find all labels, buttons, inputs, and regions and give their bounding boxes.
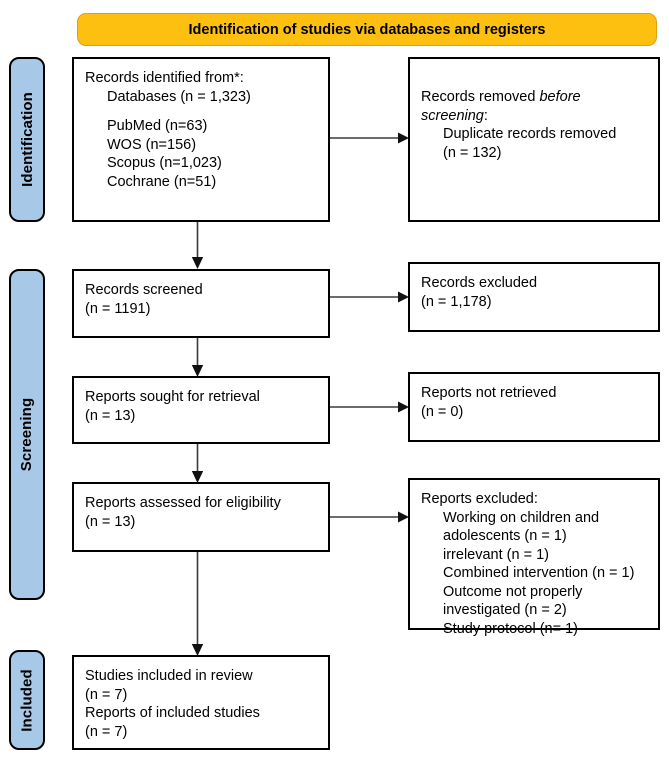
reports-included-label: Reports of included studies — [85, 705, 260, 722]
reports-sought-count: (n = 13) — [85, 407, 136, 424]
reports-not-retrieved-label: Reports not retrieved — [421, 385, 557, 401]
reports-excluded-reason-combined: Combined intervention (n = 1) — [443, 565, 635, 582]
reports-not-retrieved-count: (n = 0) — [421, 403, 464, 420]
identification-banner: Identification of studies via databases … — [77, 13, 657, 46]
connector-identified-to-screened — [191, 222, 204, 270]
reports-excluded-reason-outcome-1: Outcome not properly — [443, 583, 583, 600]
reports-included-count: (n = 7) — [85, 723, 128, 740]
records-screened-label: Records screened — [85, 282, 203, 298]
stage-included-label: Included — [18, 668, 36, 732]
reports-assessed-label: Reports assessed for eligibility — [85, 495, 281, 511]
reports-excluded-reason-children-2: adolescents (n = 1) — [443, 528, 567, 545]
records-identified-pubmed: PubMed (n=63) — [107, 118, 208, 135]
records-excluded-count: (n = 1,178) — [421, 293, 492, 310]
stage-screening: Screening — [9, 269, 45, 600]
stage-identification-label: Identification — [18, 92, 36, 187]
reports-sought-label: Reports sought for retrieval — [85, 389, 260, 405]
box-reports-assessed: Reports assessed for eligibility (n = 13… — [72, 482, 330, 552]
connector-assessed-to-included — [191, 552, 204, 657]
stage-included: Included — [9, 650, 45, 750]
records-removed-duplicates: Duplicate records removed — [443, 126, 617, 143]
box-records-screened: Records screened (n = 1191) — [72, 269, 330, 338]
connector-screened-to-sought — [191, 338, 204, 378]
reports-excluded-reason-children-1: Working on children and — [443, 509, 600, 526]
connector-sought-to-assessed — [191, 444, 204, 484]
connector-screened-to-excluded — [330, 291, 410, 303]
records-removed-emphasis-screening: screening — [421, 107, 484, 124]
records-removed-emphasis-before: before — [539, 89, 581, 105]
records-identified-scopus: Scopus (n=1,023) — [107, 155, 222, 172]
banner-title: Identification of studies via databases … — [188, 21, 546, 38]
box-records-identified: Records identified from*: Databases (n =… — [72, 57, 330, 222]
reports-excluded-reason-outcome-2: investigated (n = 2) — [443, 602, 567, 619]
records-removed-text-a: Records removed — [421, 89, 540, 105]
records-identified-line-1: Records identified from*: — [85, 70, 244, 86]
box-reports-sought: Reports sought for retrieval (n = 13) — [72, 376, 330, 444]
box-records-removed: Records removed before screening: Duplic… — [408, 57, 660, 222]
studies-included-count: (n = 7) — [85, 686, 128, 703]
stage-screening-label: Screening — [18, 397, 36, 472]
records-removed-line-2: screening: — [421, 107, 647, 126]
connector-assessed-to-excluded — [330, 511, 410, 523]
connector-sought-to-not-retrieved — [330, 401, 410, 413]
records-removed-line-1: Records removed before — [421, 88, 647, 107]
records-screened-count: (n = 1191) — [85, 300, 151, 317]
studies-included-label: Studies included in review — [85, 668, 253, 684]
records-identified-line-2: Databases (n = 1,323) — [107, 88, 251, 105]
box-reports-excluded: Reports excluded: Working on children an… — [408, 478, 660, 637]
records-identified-cochrane: Cochrane (n=51) — [107, 173, 217, 190]
records-excluded-label: Records excluded — [421, 275, 538, 291]
records-identified-wos: WOS (n=156) — [107, 136, 197, 153]
box-reports-not-retrieved: Reports not retrieved (n = 0) — [408, 372, 660, 442]
records-identified-spacer — [85, 106, 317, 117]
reports-excluded-label: Reports excluded: — [421, 491, 538, 507]
reports-assessed-count: (n = 13) — [85, 513, 136, 530]
records-removed-colon: : — [483, 107, 488, 124]
reports-excluded-reason-irrelevant: irrelevant (n = 1) — [443, 546, 549, 563]
box-studies-included: Studies included in review (n = 7) Repor… — [72, 655, 330, 750]
records-removed-count: (n = 132) — [443, 144, 502, 161]
connector-identified-to-removed — [330, 132, 410, 144]
stage-identification: Identification — [9, 57, 45, 222]
reports-excluded-reason-protocol: Study protocol (n= 1) — [443, 620, 579, 637]
box-records-excluded: Records excluded (n = 1,178) — [408, 262, 660, 332]
